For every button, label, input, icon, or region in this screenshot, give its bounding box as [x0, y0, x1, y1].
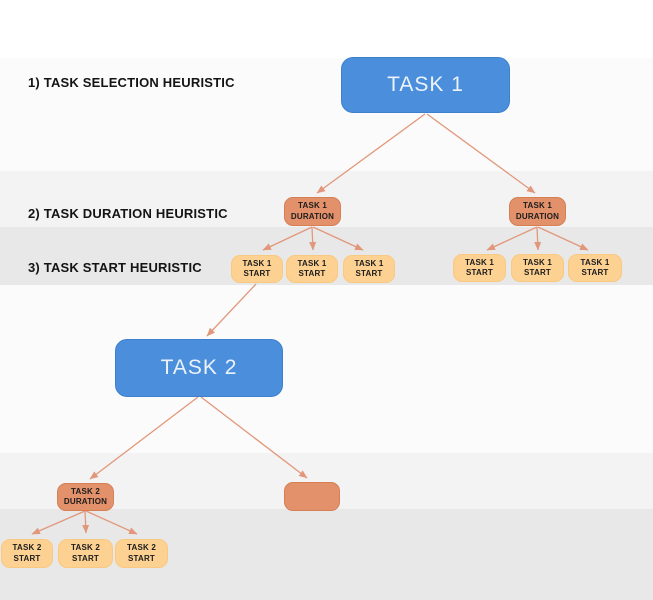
arrow-task2-to-duration: [89, 396, 199, 480]
task2-node: TASK 2: [115, 339, 283, 397]
task1-start-left-2-node-label-line: TASK 1: [297, 258, 327, 268]
task1-duration-right-node-label-line: DURATION: [515, 211, 560, 221]
task2-start-2-node-label-line: TASK 2: [70, 543, 101, 553]
task1-duration-left-node-label-line: DURATION: [290, 211, 335, 221]
task1-start-right-2-node-label-line: TASK 1: [522, 257, 553, 267]
arrow-task2-duration-to-start-2: [82, 510, 90, 534]
band-task2-selection-row: [0, 285, 653, 453]
task2-start-3-node-label-line: TASK 2: [126, 543, 157, 553]
task2-start-1-node-label-line: TASK 2: [12, 543, 42, 553]
task1-node-label-line: TASK 1: [387, 73, 464, 96]
arrow-duration-left-to-start-2: [309, 226, 317, 251]
arrow-task1-to-duration-right: [426, 113, 536, 194]
task2-start-2-node-label-line: START: [71, 553, 100, 563]
arrow-task2-to-duration-empty: [200, 396, 308, 479]
task-start-heuristic: 3) TASK START HEURISTIC: [28, 260, 202, 275]
task1-duration-right-node-label-line: TASK 1: [522, 201, 553, 211]
band-top-margin: [0, 0, 653, 58]
arrow-duration-left-to-start-3: [312, 226, 364, 251]
task1-duration-left-node-label-line: TASK 1: [297, 201, 328, 211]
arrow-task2-duration-to-start-3: [85, 510, 138, 535]
task1-start-left-1-node-label-line: TASK 1: [242, 258, 272, 268]
arrow-start-left-1-to-task2: [206, 283, 257, 337]
task1-start-right-3-node-label-line: TASK 1: [580, 257, 610, 267]
task-duration-heuristic: 2) TASK DURATION HEURISTIC: [28, 206, 228, 221]
task1-start-left-3-node-label-line: TASK 1: [354, 258, 384, 268]
task2-start-3-node-label-line: START: [127, 553, 156, 563]
task1-start-right-2-node-label-line: START: [523, 268, 552, 277]
task1-start-left-2-node-label-line: START: [298, 269, 326, 278]
band-task1-selection-row: [0, 58, 653, 171]
task-selection-heuristic: 1) TASK SELECTION HEURISTIC: [28, 75, 235, 90]
task2-duration-node-label-line: DURATION: [63, 497, 108, 506]
arrow-duration-right-to-start-2: [534, 226, 542, 251]
task1-start-left-1-node-label-line: START: [243, 269, 271, 278]
arrow-duration-left-to-start-1: [262, 226, 313, 251]
task2-duration-node-label-line: TASK 2: [70, 486, 101, 496]
arrow-duration-right-to-start-1: [486, 226, 538, 251]
arrow-task1-to-duration-left: [316, 113, 426, 194]
task1-start-left-3-node-label-line: START: [355, 269, 383, 278]
task2-duration-empty-node: [284, 482, 340, 511]
arrow-duration-right-to-start-3: [537, 226, 589, 251]
task2-node-label-line: TASK 2: [160, 356, 238, 379]
task2-start-1-node-label-line: START: [13, 553, 41, 563]
task1-start-right-1-node-label-line: START: [465, 268, 494, 277]
task1-node: TASK 1: [341, 57, 510, 113]
task1-start-right-1-node-label-line: TASK 1: [464, 257, 495, 267]
arrow-task2-duration-to-start-1: [31, 510, 86, 535]
task1-start-right-3-node-label-line: START: [581, 268, 609, 277]
